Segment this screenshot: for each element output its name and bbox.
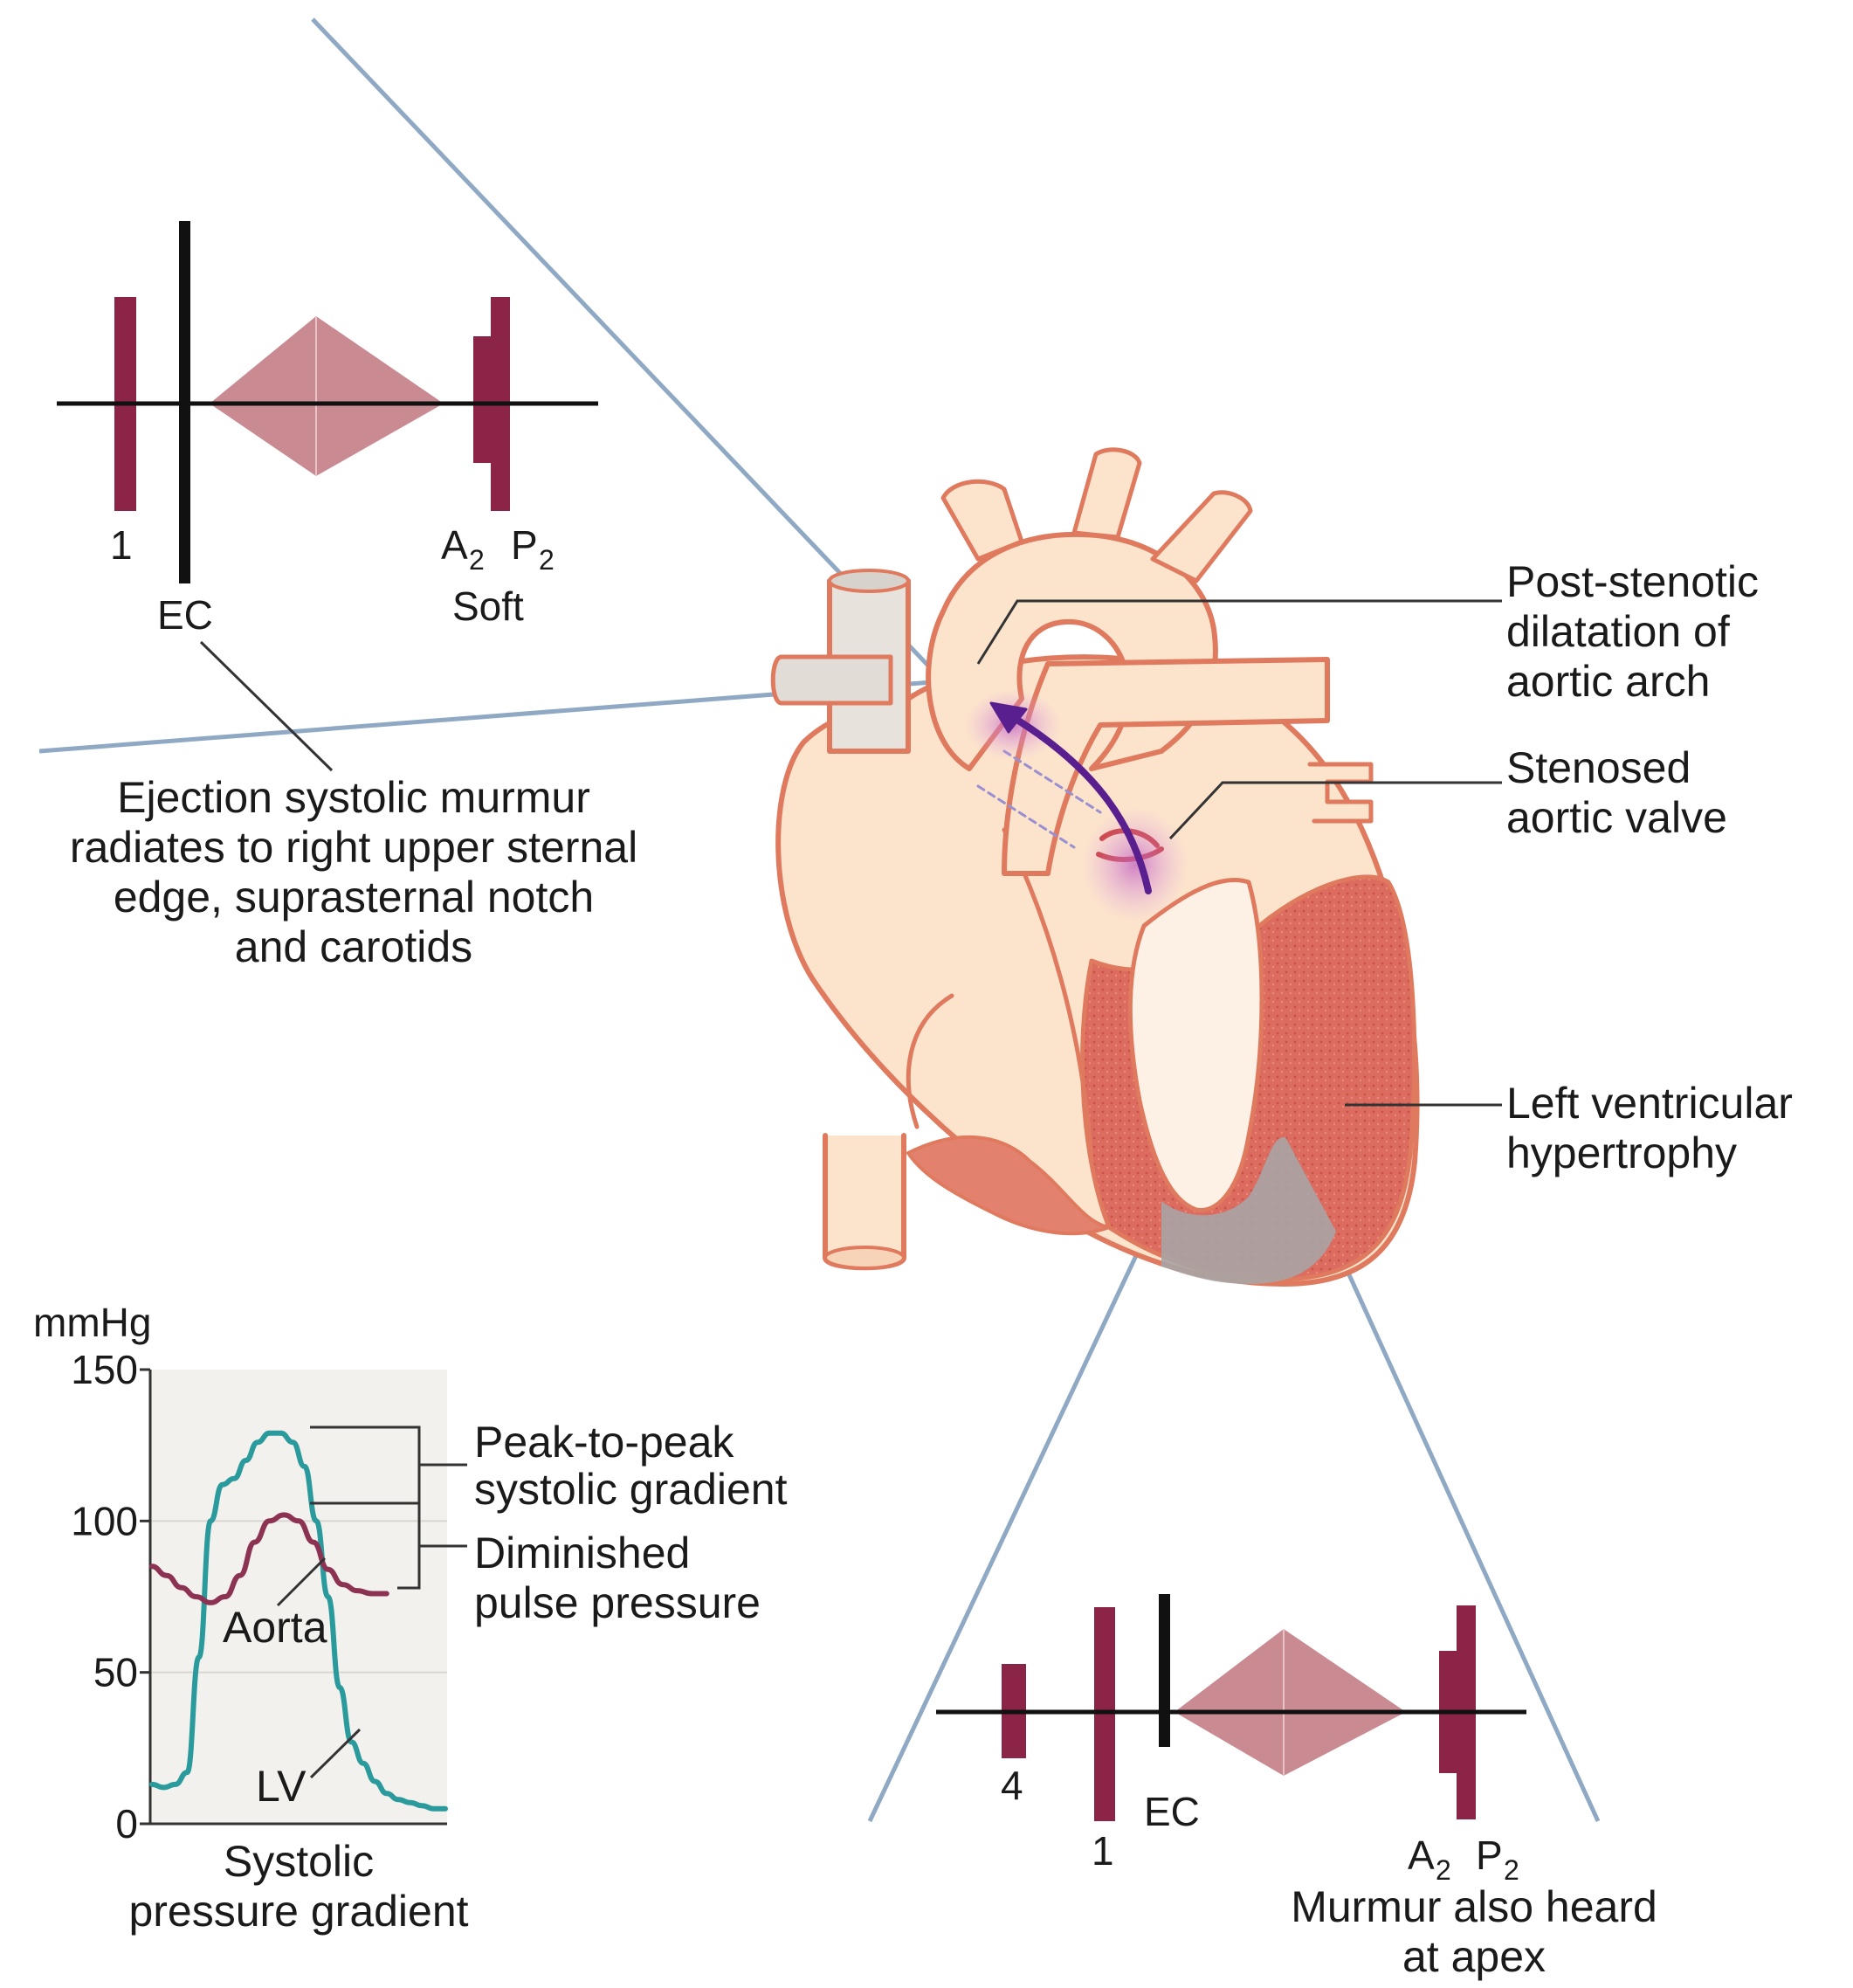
annotation-peak-gradient: Peak-to-peak systolic gradient	[474, 1418, 788, 1514]
svg-text:Stenosed: Stenosed	[1506, 743, 1691, 792]
a2-bar	[473, 336, 493, 463]
left-subclavian	[1153, 493, 1250, 581]
a2-p2-label: A 2 P 2	[441, 522, 555, 576]
label-post-stenotic: Post-stenotic dilatation of aortic arch	[1506, 557, 1759, 706]
svg-text:P: P	[511, 522, 538, 568]
ejection-murmur-diamond	[210, 316, 444, 476]
svg-text:edge, suprasternal notch: edge, suprasternal notch	[114, 873, 594, 922]
apex-s1-label: 1	[1092, 1828, 1114, 1874]
svg-text:Post-stenotic: Post-stenotic	[1506, 557, 1759, 606]
y-tick-label: 0	[115, 1801, 138, 1846]
series-label-lv: LV	[256, 1762, 307, 1811]
svg-text:hypertrophy: hypertrophy	[1506, 1129, 1737, 1177]
svg-text:at apex: at apex	[1402, 1932, 1546, 1981]
svg-text:aortic valve: aortic valve	[1506, 793, 1727, 842]
y-tick-label: 100	[71, 1498, 138, 1543]
s1-label: 1	[110, 522, 133, 568]
ec-label: EC	[157, 592, 213, 638]
svg-text:Ejection systolic murmur: Ejection systolic murmur	[117, 773, 590, 822]
s4-label: 4	[1001, 1763, 1023, 1808]
y-tick-label: 150	[71, 1347, 138, 1392]
left-common-carotid	[1074, 450, 1140, 537]
soft-label: Soft	[452, 583, 524, 629]
apex-caption: Murmur also heard at apex	[1291, 1882, 1657, 1981]
series-label-aorta: Aorta	[223, 1603, 327, 1652]
svg-text:A: A	[441, 522, 468, 568]
svg-text:Systolic: Systolic	[224, 1837, 374, 1886]
svg-text:pulse pressure: pulse pressure	[474, 1578, 761, 1627]
label-stenosed-valve: Stenosed aortic valve	[1506, 743, 1727, 842]
top-description: Ejection systolic murmur radiates to rig…	[70, 773, 637, 971]
top-phonocardiogram: 1 EC A 2 P 2 Soft	[57, 221, 598, 770]
svg-text:2: 2	[469, 544, 485, 576]
svg-text:systolic gradient: systolic gradient	[474, 1465, 788, 1514]
chart-x-caption: Systolic pressure gradient	[128, 1837, 468, 1936]
pressure-chart: mmHg 0 50 100 150 Systolic pressure gradien…	[33, 1300, 788, 1936]
svg-text:2: 2	[1504, 1854, 1519, 1886]
svg-text:A: A	[1408, 1833, 1435, 1878]
annotation-pulse-pressure: Diminished pulse pressure	[474, 1529, 761, 1627]
apex-ec-label: EC	[1144, 1789, 1200, 1834]
apex-phonocardiogram: 4 1 EC A 2 P 2	[936, 1594, 1526, 1886]
y-tick-label: 50	[93, 1650, 138, 1695]
svg-text:P: P	[1476, 1833, 1503, 1878]
svg-text:2: 2	[539, 544, 555, 576]
brachiocephalic-trunk	[943, 481, 1022, 559]
svg-text:radiates to right upper sterna: radiates to right upper sternal	[70, 823, 637, 872]
svg-text:dilatation of: dilatation of	[1506, 607, 1730, 656]
svg-text:and carotids: and carotids	[235, 922, 472, 971]
heart-illustration	[773, 450, 1416, 1284]
svg-text:Murmur also heard: Murmur also heard	[1291, 1882, 1657, 1931]
svg-text:2: 2	[1436, 1854, 1451, 1886]
svg-text:pressure gradient: pressure gradient	[128, 1887, 468, 1936]
apex-ec-bar	[1159, 1594, 1170, 1747]
svg-text:Left ventricular: Left ventricular	[1506, 1079, 1793, 1128]
apex-a2-p2-label: A 2 P 2	[1408, 1833, 1519, 1886]
y-tick-labels: 0 50 100 150	[71, 1347, 150, 1846]
label-lv-hypertrophy: Left ventricular hypertrophy	[1506, 1079, 1793, 1177]
svg-text:Peak-to-peak: Peak-to-peak	[474, 1418, 734, 1467]
y-axis-unit: mmHg	[33, 1300, 151, 1345]
apex-murmur-diamond	[1174, 1629, 1406, 1776]
svg-text:aortic arch: aortic arch	[1506, 657, 1710, 706]
svg-text:Diminished: Diminished	[474, 1529, 690, 1577]
